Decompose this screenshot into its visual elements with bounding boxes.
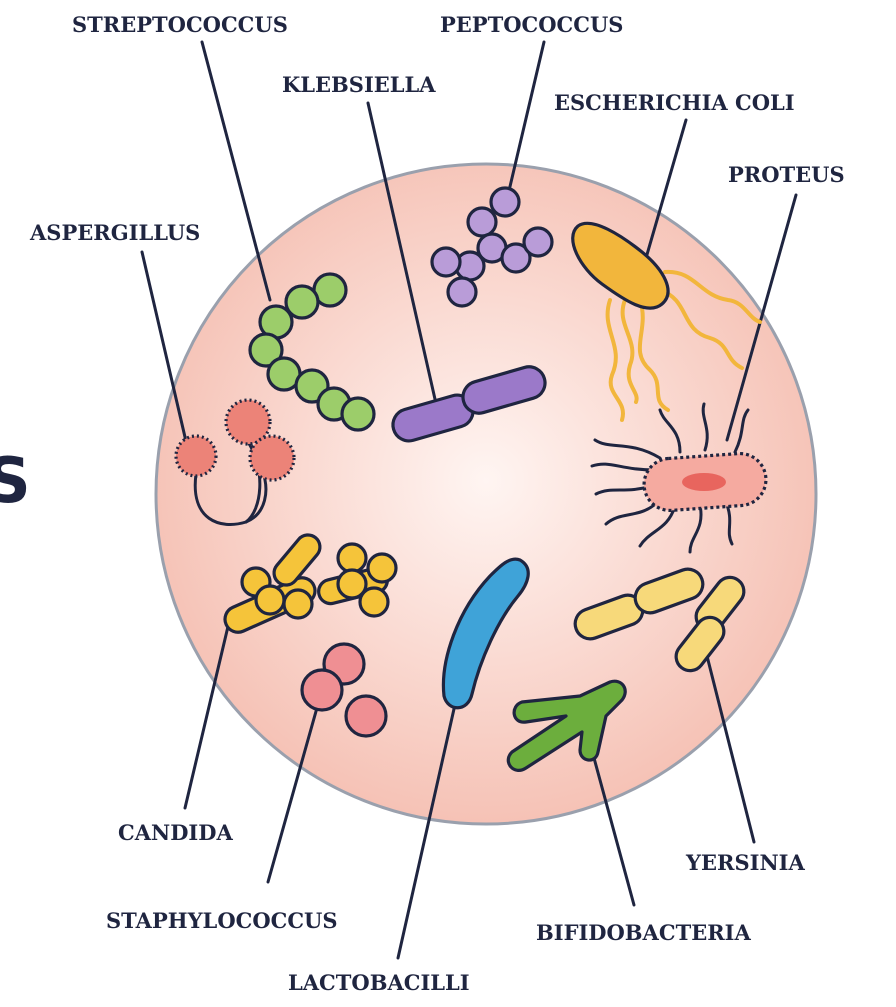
- label-lactobacilli: LACTOBACILLI: [288, 970, 470, 995]
- staphylococcus-cell: [346, 696, 386, 736]
- label-aspergillus: ASPERGILLUS: [29, 220, 200, 245]
- label-escherichia-coli: ESCHERICHIA COLI: [554, 90, 795, 115]
- proteus-nucleoid: [682, 473, 726, 491]
- peptococcus-cell: [524, 228, 552, 256]
- aspergillus-spore-head: [250, 436, 294, 480]
- peptococcus-cell: [468, 208, 496, 236]
- label-streptococcus: STREPTOCOCCUS: [72, 12, 288, 37]
- label-yersinia: YERSINIA: [685, 850, 805, 875]
- label-peptococcus: PEPTOCOCCUS: [440, 12, 623, 37]
- candida-cell: [256, 586, 284, 614]
- label-staphylococcus: STAPHYLOCOCCUS: [106, 908, 338, 933]
- staphylococcus-cell: [302, 670, 342, 710]
- candida-cell: [284, 590, 312, 618]
- label-bifidobacteria: BIFIDOBACTERIA: [536, 920, 751, 945]
- partial-heading-letter: S: [0, 444, 31, 517]
- candida-cell: [368, 554, 396, 582]
- label-klebsiella: KLEBSIELLA: [282, 72, 436, 97]
- aspergillus-spore-head: [176, 436, 216, 476]
- peptococcus-cell: [448, 278, 476, 306]
- candida-cell: [338, 544, 366, 572]
- candida-cell: [360, 588, 388, 616]
- leader-streptococcus: [202, 42, 270, 300]
- peptococcus-cell: [432, 248, 460, 276]
- label-candida: CANDIDA: [118, 820, 233, 845]
- aspergillus-spore-head: [226, 400, 270, 444]
- peptococcus-cell: [491, 188, 519, 216]
- streptococcus-cell: [342, 398, 374, 430]
- label-proteus: PROTEUS: [728, 162, 845, 187]
